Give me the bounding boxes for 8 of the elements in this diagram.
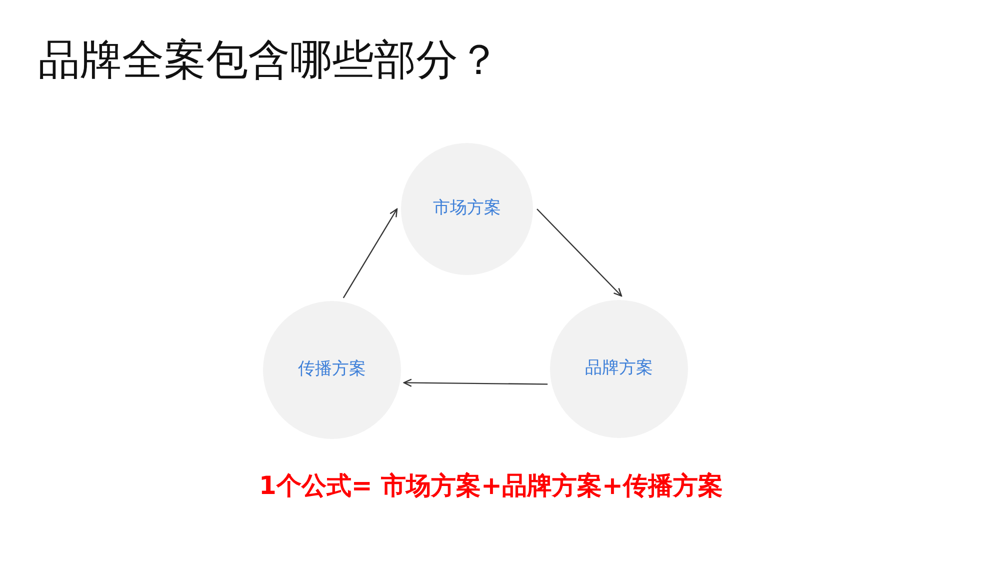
arrow (403, 378, 548, 387)
node-label: 品牌方案 (585, 359, 653, 379)
node-label: 传播方案 (298, 360, 366, 380)
arrow (536, 208, 622, 297)
node-label: 市场方案 (433, 199, 501, 219)
formula-text: 1个公式= 市场方案+品牌方案+传播方案 (259, 472, 723, 500)
title: 品牌全案包含哪些部分？ (38, 37, 500, 84)
arrow (342, 208, 398, 298)
